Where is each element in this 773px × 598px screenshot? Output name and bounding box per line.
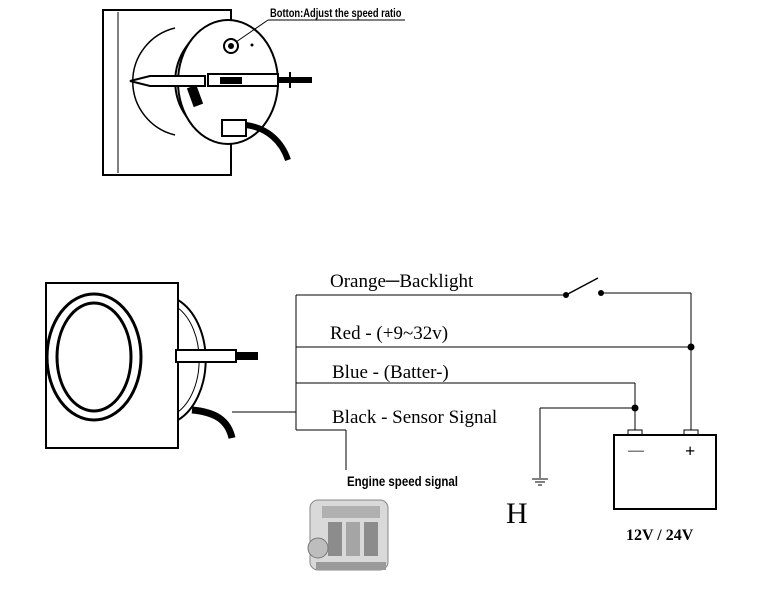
engine-icon xyxy=(307,499,389,571)
wire-label-black: Black - Sensor Signal xyxy=(332,407,497,428)
speed-ratio-callout-label: Botton:Adjust the speed ratio xyxy=(270,7,402,20)
battery-voltage-label: 12V / 24V xyxy=(626,527,694,544)
junction-black xyxy=(631,404,639,412)
gauge-front-view-icon xyxy=(45,282,296,449)
junction-red xyxy=(687,343,695,351)
switch-icon xyxy=(563,277,604,298)
wire-label-blue: Blue - (Batter-) xyxy=(332,362,449,383)
battery-minus-label: — xyxy=(627,442,645,459)
ground-label: H xyxy=(506,497,528,530)
battery-icon xyxy=(613,429,717,510)
wire-label-red: Red - (+9~32v) xyxy=(330,323,448,344)
wire-harness xyxy=(295,292,692,478)
wire-label-orange: Orange─Backlight xyxy=(330,271,474,292)
gauge-side-view-icon xyxy=(102,9,405,176)
engine-speed-signal-label: Engine speed signal xyxy=(347,473,458,489)
battery-plus-label: + xyxy=(685,441,695,461)
ground-symbol-icon xyxy=(532,478,548,486)
